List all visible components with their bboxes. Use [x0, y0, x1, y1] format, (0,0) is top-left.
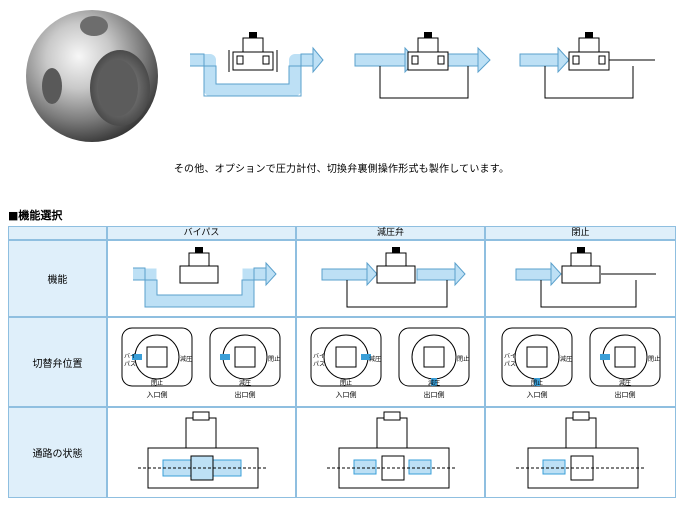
cell-function-reducing: [296, 240, 485, 317]
dial-label-close-2: 閉止: [268, 354, 280, 363]
inlet-label: 入口側: [316, 390, 376, 400]
dial-label-reduce: 減圧: [560, 354, 572, 363]
cell-passage-bypass: [107, 407, 296, 498]
outlet-label: 出口側: [404, 390, 464, 400]
dial-label-close: 閉止: [531, 378, 543, 387]
dial-label-close-2: 閉止: [457, 354, 469, 363]
cell-function-close: [485, 240, 676, 317]
dial-label-bypass-2: パス: [504, 359, 516, 368]
function-table: バイパス 減圧弁 閉止 機能 切替弁位置 通路の状態: [8, 226, 676, 498]
dial-label-close: 閉止: [151, 378, 163, 387]
dial-label-close-2: 閉止: [648, 354, 660, 363]
cell-position-reducing: バイ パス 減圧 閉止 閉止 減圧 入口側 出口側: [296, 317, 485, 407]
row-label-passage-state: 通路の状態: [8, 407, 107, 498]
column-header-reducing: 減圧弁: [296, 226, 485, 240]
cell-function-bypass: [107, 240, 296, 317]
inlet-label: 入口側: [507, 390, 567, 400]
caption-text: その他、オプションで圧力計付、切換弁裏側操作形式も製作しています。: [0, 160, 683, 175]
outlet-label: 出口側: [595, 390, 655, 400]
column-header-close: 閉止: [485, 226, 676, 240]
dial-label-reduce-2: 減圧: [428, 378, 440, 387]
dial-label-close: 閉止: [340, 378, 352, 387]
reducing-flow-diagram: [350, 30, 495, 110]
column-header-bypass: バイパス: [107, 226, 296, 240]
cell-passage-close: [485, 407, 676, 498]
cell-passage-reducing: [296, 407, 485, 498]
dial-label-reduce-2: 減圧: [619, 378, 631, 387]
row-label-function: 機能: [8, 240, 107, 317]
cell-position-close: バイ パス 減圧 閉止 閉止 減圧 入口側 出口側: [485, 317, 676, 407]
dial-label-reduce: 減圧: [180, 354, 192, 363]
outlet-label: 出口側: [215, 390, 275, 400]
dial-label-bypass-2: パス: [313, 359, 325, 368]
row-label-valve-position: 切替弁位置: [8, 317, 107, 407]
close-flow-diagram: [515, 30, 660, 110]
section-title: ■機能選択: [8, 207, 62, 223]
inlet-label: 入口側: [127, 390, 187, 400]
cell-position-bypass: バイ パス 減圧 閉止 閉止 減圧 入口側 出口側: [107, 317, 296, 407]
dial-label-bypass-2: パス: [124, 359, 136, 368]
table-corner-cell: [8, 226, 107, 240]
bypass-flow-diagram: [185, 30, 325, 110]
dial-label-reduce: 減圧: [369, 354, 381, 363]
ball-valve-image: [22, 6, 162, 146]
dial-label-reduce-2: 減圧: [239, 378, 251, 387]
